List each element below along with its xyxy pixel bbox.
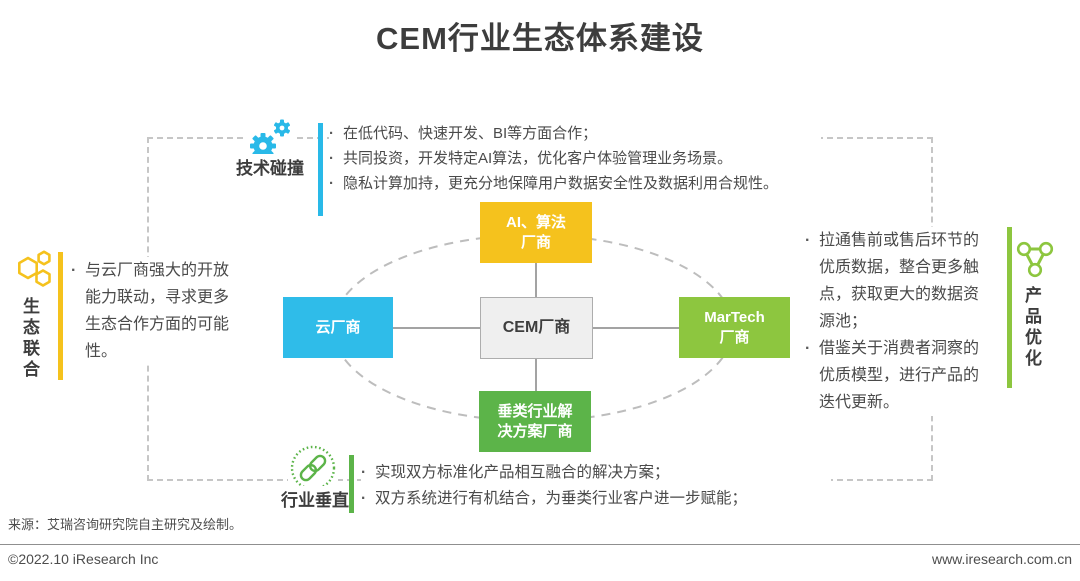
accent-bar-eco [58,252,63,380]
accent-bar-tech [318,123,323,216]
bullet-item: 借鉴关于消费者洞察的优质模型，进行产品的迭代更新。 [805,335,1001,416]
hexagon-molecule-icon [15,249,57,293]
node-label-line: AI、算法 [505,213,566,231]
connector-bottom [535,358,537,391]
bullet-item: 在低代码、快速开发、BI等方面合作； [329,121,821,146]
page-title: CEM行业生态体系建设 [376,21,704,56]
copyright-text: ©2022.10 iResearch Inc [8,551,159,567]
node-label-line: 决方案厂商 [497,422,573,440]
accent-bar-vertical [349,455,354,513]
section-label-vertical: 行业垂直 [281,486,349,511]
connector-left [393,327,480,329]
bullet-list-vertical: 实现双方标准化产品相互融合的解决方案； 双方系统进行有机结合，为垂类行业客户进一… [361,460,831,512]
node-label-line: 厂商 [719,328,750,346]
connector-right [592,327,679,329]
section-label-product: 产品优化 [1019,286,1044,416]
footer-divider [0,544,1080,545]
bullet-list-product: 拉通售前或售后环节的优质数据，整合更多触点，获取更大的数据资源池； 借鉴关于消费… [805,227,1001,416]
node-label-line: 云厂商 [315,318,361,336]
node-vertical-solution-vendor: 垂类行业解 决方案厂商 [479,391,591,452]
bullet-item: 与云厂商强大的开放能力联动，寻求更多生态合作方面的可能性。 [71,257,251,365]
bullet-item: 实现双方标准化产品相互融合的解决方案； [361,460,831,486]
connector-top [535,263,537,297]
website-url: www.iresearch.com.cn [931,551,1072,567]
bullet-list-tech: 在低代码、快速开发、BI等方面合作； 共同投资，开发特定AI算法，优化客户体验管… [329,118,821,196]
node-martech-vendor: MarTech 厂商 [679,297,790,358]
section-label-eco: 生态联合 [17,297,42,427]
node-ai-algorithm-vendor: AI、算法 厂商 [480,202,592,263]
node-label-line: 厂商 [520,233,551,251]
bullet-item: 共同投资，开发特定AI算法，优化客户体验管理业务场景。 [329,146,821,171]
section-label-tech: 技术碰撞 [236,154,304,179]
bullet-item: 拉通售前或售后环节的优质数据，整合更多触点，获取更大的数据资源池； [805,227,1001,335]
bullet-list-eco: 与云厂商强大的开放能力联动，寻求更多生态合作方面的可能性。 [71,257,251,365]
triangle-molecule-icon [1014,240,1056,280]
accent-bar-product [1007,227,1012,388]
bullet-item: 隐私计算加持，更充分地保障用户数据安全性及数据利用合规性。 [329,171,821,196]
bullet-item: 双方系统进行有机结合，为垂类行业客户进一步赋能； [361,486,831,512]
node-label-line: MarTech [704,308,765,326]
chain-link-icon [288,444,338,492]
node-label-line: CEM厂商 [502,319,571,336]
source-note: 来源：艾瑞咨询研究院自主研究及绘制。 [8,517,243,532]
node-cloud-vendor: 云厂商 [283,297,393,358]
node-cem-vendor: CEM厂商 [480,297,593,359]
node-label-line: 垂类行业解 [497,402,573,420]
